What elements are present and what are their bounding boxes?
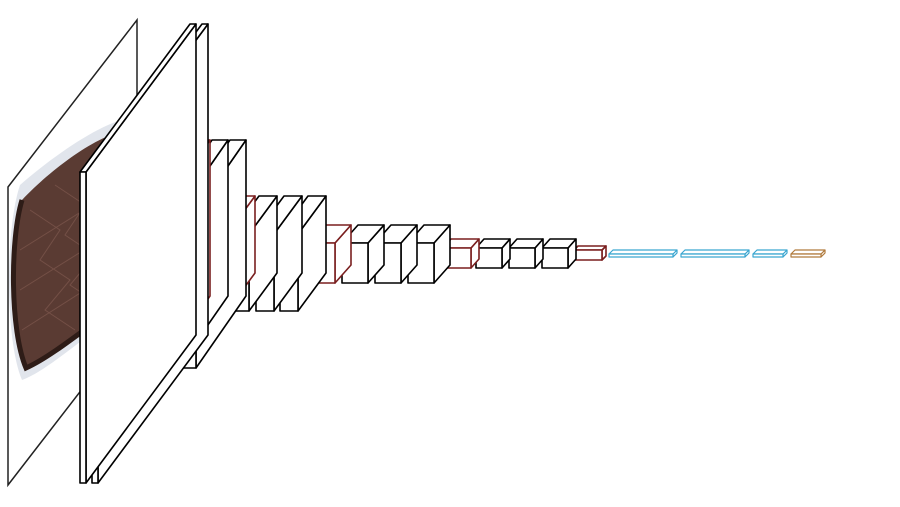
layer-front-face [475,247,503,269]
layer-dense-21 [752,249,788,258]
layer-conv-12 [374,224,418,284]
layer-output-22 [790,249,826,258]
layer-conv-16 [508,238,544,269]
layer-front-face [573,249,603,261]
layer-front-face [608,253,674,258]
layer-dense-20 [680,249,750,258]
layer-dense-19 [608,249,678,258]
layer-conv-17 [541,238,577,269]
layer-pool-18 [573,245,607,261]
layer-front-face [508,247,536,269]
layer-stack [79,23,826,484]
layer-front-face [790,253,822,258]
layer-front-face [541,247,569,269]
layer-conv-15 [475,238,511,269]
layer-conv-1 [79,23,197,484]
layer-conv-11 [341,224,385,284]
layer-front-face [680,253,746,258]
layer-front-face [79,171,87,484]
layer-front-face [752,253,784,258]
